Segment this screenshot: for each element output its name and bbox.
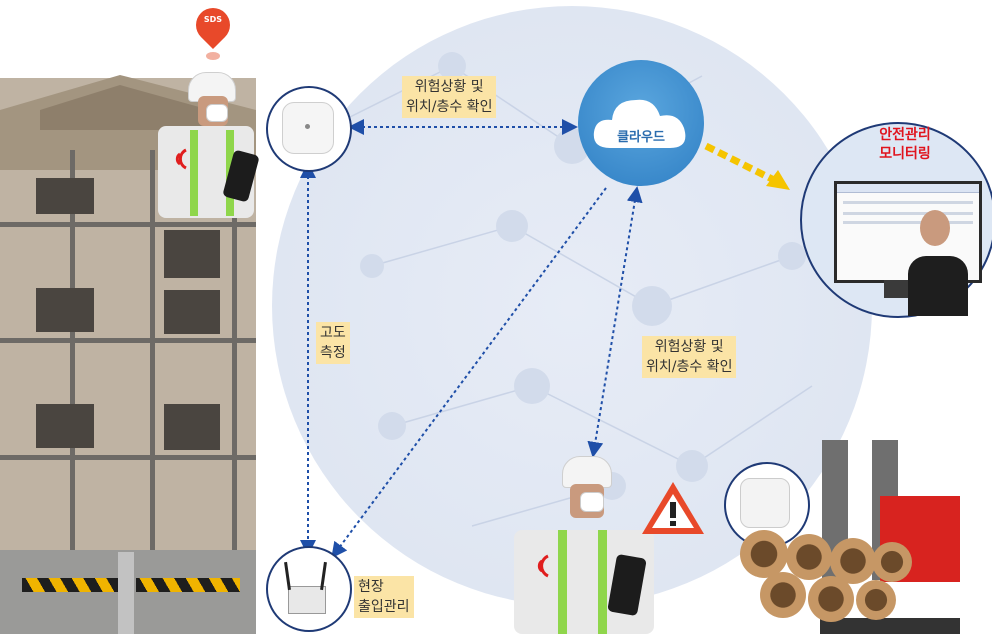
operator-head: [920, 210, 950, 246]
scaffold-beam: [0, 455, 256, 460]
gateway-router-icon: [288, 586, 326, 614]
link-cloud-worker: [587, 186, 643, 458]
building-window: [36, 404, 94, 448]
pipe: [760, 572, 806, 618]
scaffold-pole: [70, 150, 75, 560]
building-window: [164, 290, 220, 334]
gateway-device-circle: [266, 546, 352, 632]
scaffold-pole: [232, 150, 237, 560]
pipe: [872, 542, 912, 582]
forklift-base: [820, 618, 960, 634]
harness-strap: [190, 130, 198, 216]
building-window: [164, 230, 220, 278]
sensor-led: [305, 124, 310, 129]
arrowhead-monitor: [766, 170, 790, 190]
cloud-icon: [593, 99, 686, 148]
pin-shadow: [206, 52, 220, 60]
warning-icon: [642, 482, 704, 534]
harness-strap: [558, 530, 567, 634]
altitude-tag: 고도 측정: [316, 322, 350, 364]
signal-icon: [175, 148, 187, 170]
helmet: [562, 456, 612, 488]
barrier-stripe: [136, 578, 240, 592]
harness-strap: [598, 530, 607, 634]
scaffold-beam: [0, 338, 256, 343]
risk-location-tag-right: 위험상황 및 위치/층수 확인: [642, 336, 737, 378]
link-cloud-monitor: [704, 142, 780, 186]
pin-label: SDS: [203, 15, 223, 24]
building-window: [164, 404, 220, 450]
pipe: [740, 530, 788, 578]
gate-post: [118, 552, 134, 634]
building-window: [36, 178, 94, 214]
signal-icon: [537, 554, 549, 578]
mask: [580, 492, 604, 512]
pipe: [856, 580, 896, 620]
pipe: [808, 576, 854, 622]
mask: [206, 104, 228, 122]
network-pattern: [331, 52, 813, 527]
entry-tag: 현장 출입관리: [354, 576, 414, 618]
scaffold-beam: [0, 222, 256, 227]
beacon-tag-icon: [740, 478, 790, 528]
link-cloud-gateway: [331, 187, 607, 559]
operator-body: [908, 256, 968, 316]
building-window: [36, 288, 94, 332]
pipe: [786, 534, 832, 580]
barrier-stripe: [22, 578, 118, 592]
risk-location-tag-top: 위험상황 및 위치/층수 확인: [402, 76, 497, 118]
monitoring-title: 안전관리 모니터링: [879, 127, 931, 162]
scaffold-pole: [150, 150, 155, 560]
cloud-label: 클라우드: [617, 130, 665, 145]
